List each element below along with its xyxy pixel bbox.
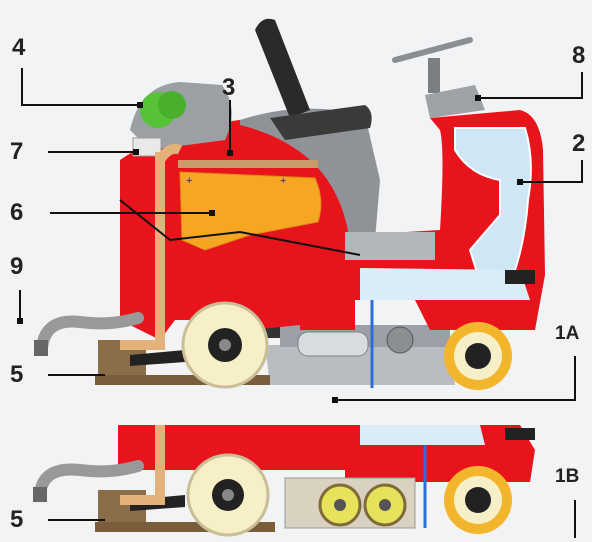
label-8: 8 [572, 44, 585, 68]
label-3: 3 [222, 76, 235, 100]
steering-column [395, 40, 485, 118]
label-6: 6 [10, 201, 23, 225]
front-wheel-1b [444, 466, 512, 534]
label-1a: 1A [555, 324, 579, 343]
label-7: 7 [10, 140, 23, 164]
front-wheel-1a [444, 322, 512, 390]
label-4: 4 [12, 36, 25, 60]
rear-wheel-1b [188, 455, 268, 535]
label-5-bottom: 5 [10, 508, 23, 532]
svg-text:+: + [280, 175, 286, 187]
svg-text:+: + [186, 175, 192, 187]
label-2: 2 [572, 132, 585, 156]
label-1b: 1B [555, 467, 579, 486]
label-9: 9 [10, 255, 23, 279]
sweep-brushes-1b [285, 478, 415, 528]
rear-wheel-1a [183, 303, 267, 387]
label-5-top: 5 [10, 363, 23, 387]
